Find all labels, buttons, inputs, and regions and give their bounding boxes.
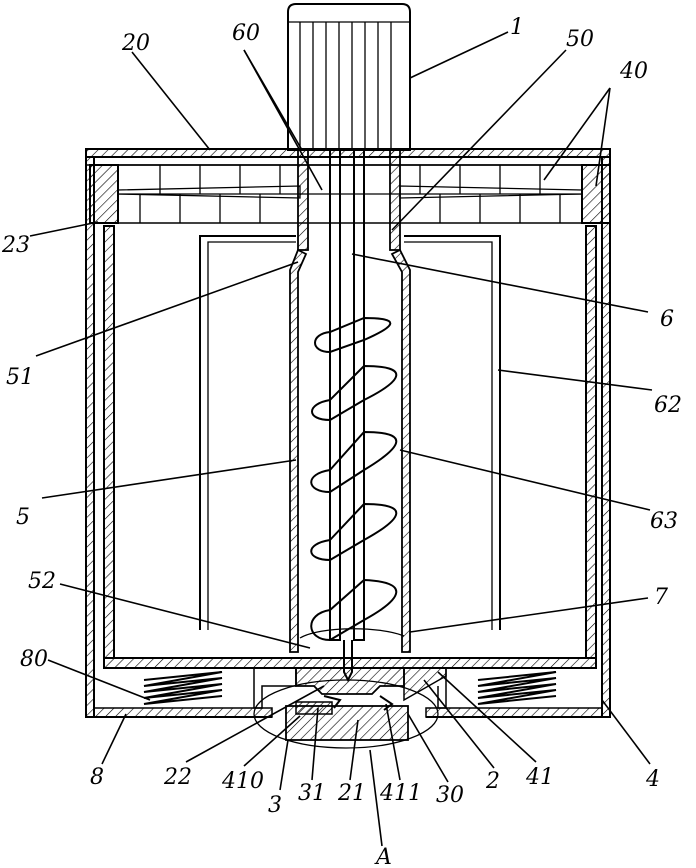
label-23: 23	[1, 233, 30, 258]
label-41: 41	[525, 765, 554, 790]
shaft	[330, 150, 364, 680]
label-6: 6	[660, 307, 674, 332]
label-22: 22	[163, 765, 192, 790]
outer-housing	[86, 157, 610, 717]
label-411: 411	[379, 781, 422, 806]
label-52: 52	[28, 569, 56, 594]
label-31: 31	[298, 781, 326, 806]
label-40: 40	[619, 59, 648, 84]
helical-screw	[300, 318, 404, 640]
spring-right	[478, 668, 556, 704]
label-410: 410	[221, 769, 264, 794]
label-3: 3	[268, 793, 282, 818]
label-62: 62	[654, 393, 682, 418]
motor	[288, 4, 410, 150]
label-20: 20	[121, 31, 150, 56]
label-2: 2	[485, 769, 500, 794]
label-80: 80	[20, 647, 48, 672]
top-cover	[86, 149, 610, 223]
label-7: 7	[654, 585, 668, 610]
label-51: 51	[6, 365, 34, 390]
label-1: 1	[510, 15, 524, 40]
label-A: A	[374, 845, 392, 868]
label-8: 8	[90, 765, 104, 790]
label-50: 50	[566, 27, 594, 52]
label-30: 30	[436, 783, 464, 808]
label-4: 4	[645, 767, 660, 792]
label-5: 5	[16, 505, 30, 530]
label-21: 21	[337, 781, 366, 806]
label-63: 63	[650, 509, 678, 534]
label-60: 60	[232, 21, 260, 46]
spring-left	[144, 668, 222, 704]
